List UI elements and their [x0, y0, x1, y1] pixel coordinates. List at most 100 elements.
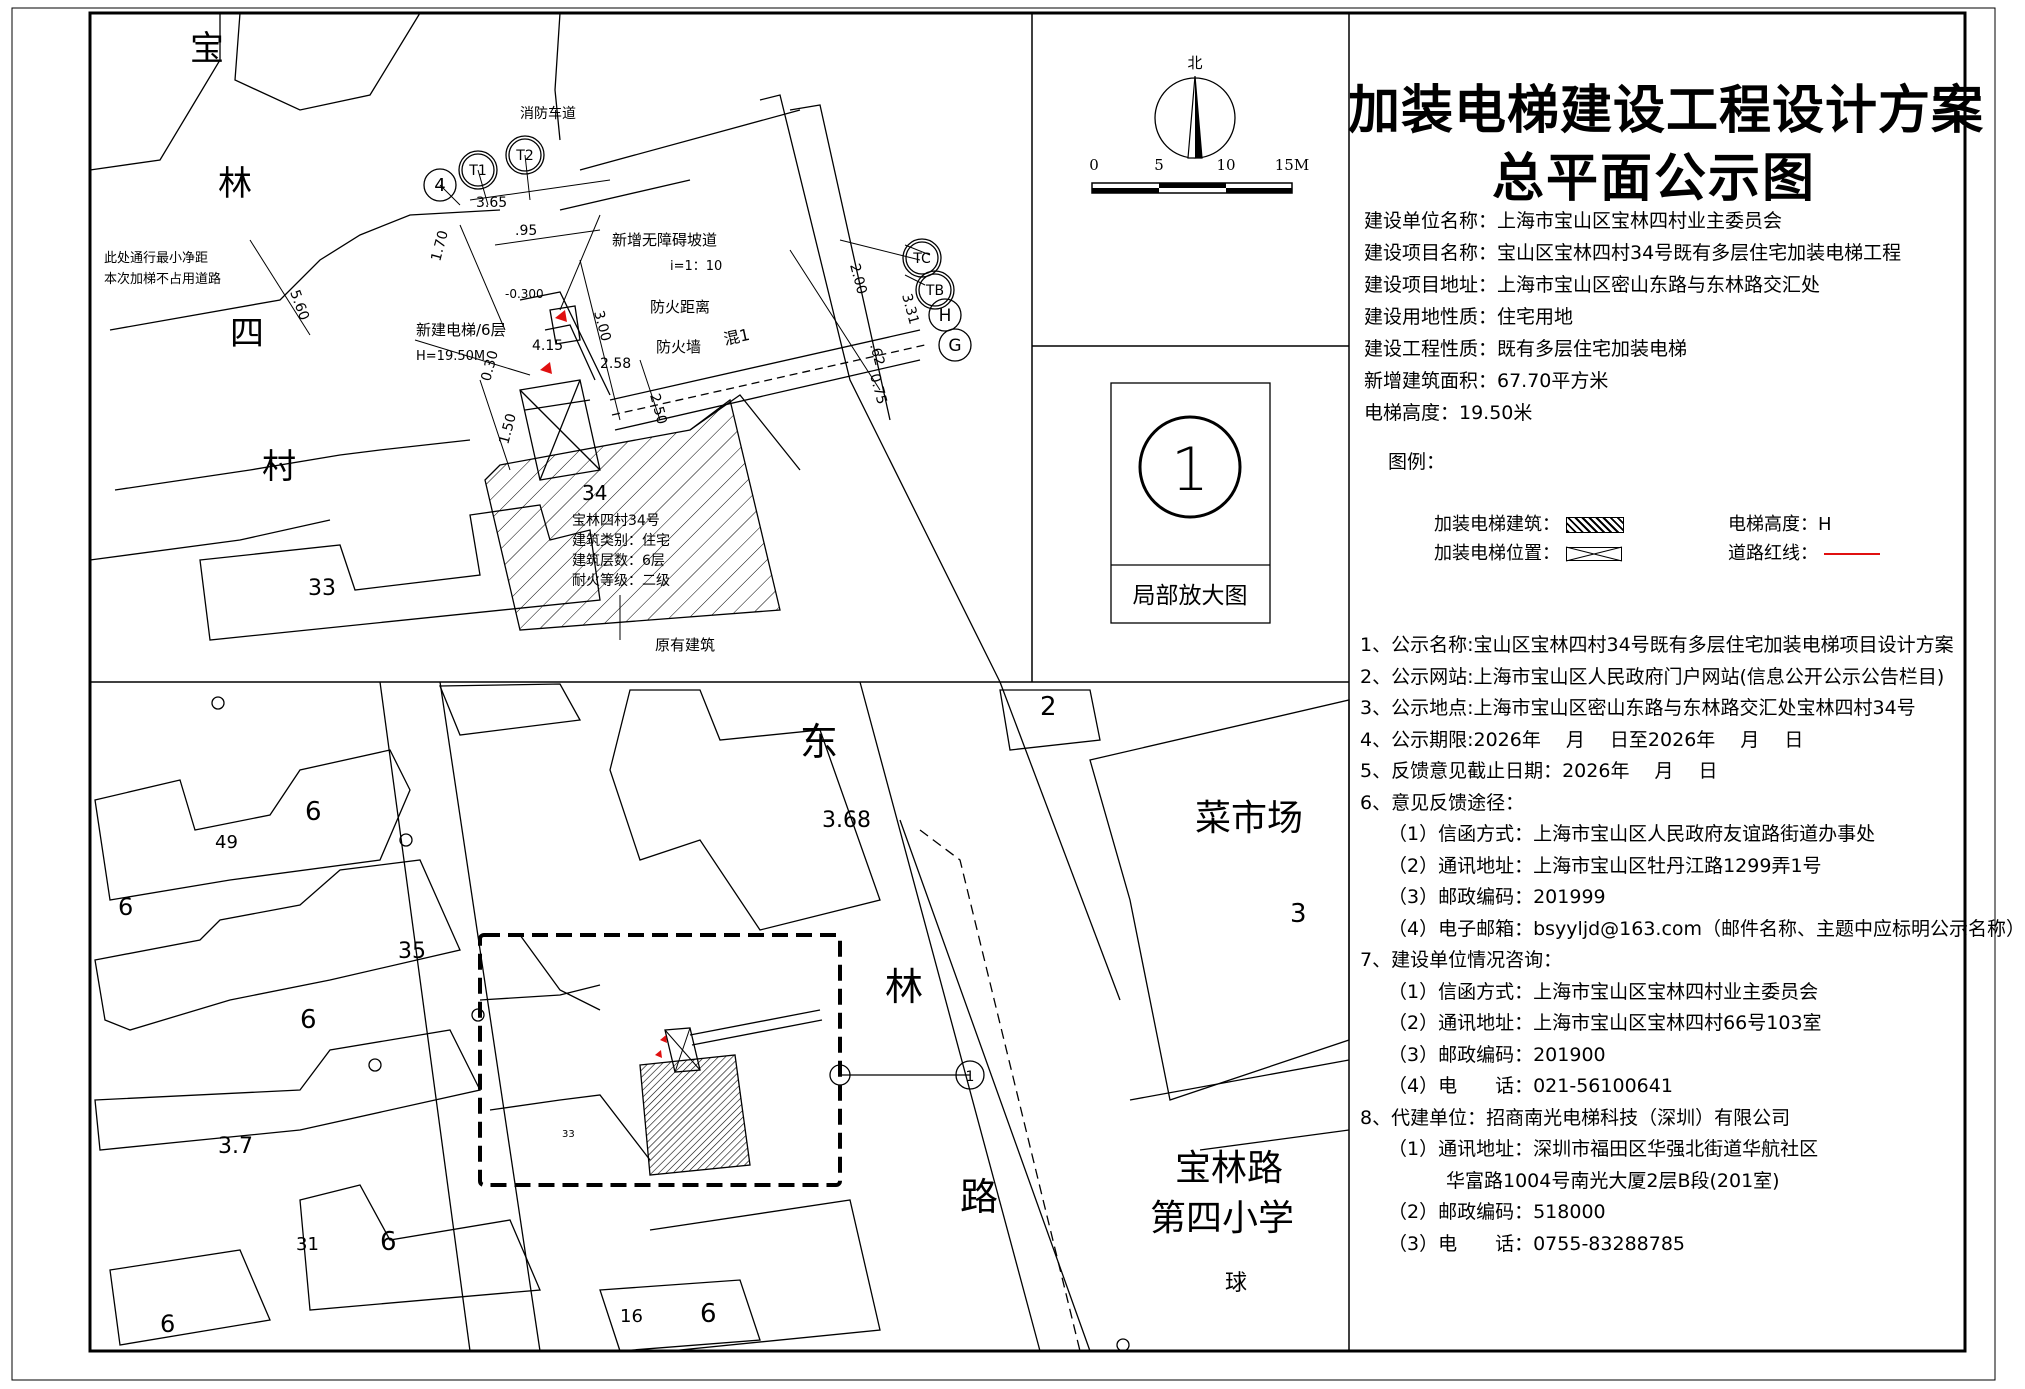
fire-distance-note: 防火距离 — [650, 298, 710, 316]
dim-1-50: 1.50 — [496, 412, 520, 446]
legend-item-height: 电梯高度：H — [1728, 510, 1832, 536]
site-num-6d: 6 — [380, 1227, 397, 1257]
project-info-line: 建设工程性质：既有多层住宅加装电梯 — [1364, 338, 1688, 360]
site-num-6f: 6 — [700, 1299, 717, 1329]
notice-line: （2）邮政编码：518000 — [1388, 1201, 1606, 1223]
scale-5: 5 — [1154, 156, 1164, 174]
project-info-line: 建设项目名称：宝山区宝林四村34号既有多层住宅加装电梯工程 — [1364, 242, 1902, 264]
school-label-2: 第四小学 — [1150, 1198, 1294, 1239]
project-info-line: 建设用地性质：住宅用地 — [1364, 306, 1574, 328]
hatch-swatch-icon — [1565, 517, 1624, 533]
dim-2-50: 2.50 — [646, 392, 670, 426]
notice-line: （1）通讯地址：深圳市福田区华强北街道华航社区 — [1388, 1138, 1819, 1160]
notice-line: （1）信函方式：上海市宝山区宝林四村业主委员会 — [1388, 980, 1819, 1003]
notice-line: 2、公示网站:上海市宝山区人民政府门户网站(信息公开公示公告栏目) — [1360, 665, 1945, 688]
dim-0-75: 0.75 — [866, 372, 890, 406]
axis-tag-t2: T2 — [515, 148, 533, 164]
axis-tags: 4 T1 T2 TC TB H G — [434, 148, 961, 356]
notice-line: （3）电 话：0755-83288785 — [1388, 1232, 1686, 1255]
axis-tag-tc: TC — [912, 251, 931, 267]
site-plan — [94, 681, 1350, 1352]
notice-line: 1、公示名称:宝山区宝林四村34号既有多层住宅加装电梯项目设计方案 — [1360, 634, 1954, 656]
fire-lane-label: 消防车道 — [520, 105, 576, 122]
project-info-line: 新增建筑面积：67.70平方米 — [1364, 370, 1609, 392]
legend-label: 加装电梯位置： — [1434, 543, 1560, 564]
building-floors: 建筑层数：6层 — [572, 553, 665, 569]
dim-3-00: 3.00 — [590, 309, 614, 343]
notice-line: 8、代建单位：招商南光电梯科技（深圳）有限公司 — [1360, 1106, 1791, 1129]
axis-tag-g: G — [948, 336, 961, 356]
notice-line: （3）邮政编码：201999 — [1388, 886, 1606, 908]
site-num-31: 31 — [296, 1234, 319, 1255]
notice-line: 5、反馈意见截止日期：2026年 月 日 — [1360, 760, 1718, 782]
site-num-16: 16 — [620, 1306, 643, 1327]
road-east-char-3: 路 — [960, 1175, 998, 1219]
dim-1-70: 1.70 — [428, 229, 452, 263]
scale-bar: 0 5 10 15M — [1089, 156, 1309, 194]
notice-line: 4、公示期限:2026年 月 日至2026年 月 日 — [1360, 728, 1804, 751]
site-labels: 东 林 路 菜市场 宝林路 第四小学 球 — [800, 720, 1303, 1296]
axis-tag-4: 4 — [434, 175, 445, 196]
site-numbers: 49 6 6 35 6 3.7 31 6 6 16 6 2 3 3.68 33 … — [118, 692, 1307, 1338]
fire-wall-note: 防火墙 — [656, 338, 701, 356]
dim-62: .62 — [866, 342, 887, 368]
dim-5-60: 5.60 — [286, 288, 312, 323]
compass: 北 — [1154, 54, 1236, 159]
site-num-35: 35 — [398, 939, 426, 964]
info-panel: 加装电梯建设工程设计方案 总平面公示图 建设单位名称：上海市宝山区宝林四村业主委… — [1348, 0, 2025, 1389]
legend-label: 道路红线： — [1728, 543, 1818, 564]
notice-list: 1、公示名称:宝山区宝林四村34号既有多层住宅加装电梯项目设计方案 2、公示网站:… — [1360, 630, 2025, 1260]
site-num-49: 49 — [215, 832, 238, 853]
north-label: 北 — [1187, 54, 1202, 72]
building-name: 宝林四村34号 — [572, 513, 660, 529]
road-char-1: 宝 — [190, 29, 224, 69]
notice-line: （4）电子邮箱：bsyyljd@163.com（邮件名称、主题中应标明公示名称） — [1388, 917, 2025, 940]
site-num-3-7: 3.7 — [218, 1134, 253, 1159]
dim-95: .95 — [515, 223, 537, 239]
scale-15m: 15M — [1275, 156, 1309, 174]
site-num-3-68: 3.68 — [822, 808, 871, 833]
legend-item-building: 加装电梯建筑： — [1434, 510, 1624, 536]
notice-line: （2）通讯地址：上海市宝山区牡丹江路1299弄1号 — [1388, 854, 1822, 877]
notice-line: （3）邮政编码：201900 — [1388, 1043, 1606, 1066]
red-line-swatch-icon — [1823, 553, 1880, 555]
notice-line: 华富路1004号南光大厦2层B段(201室) — [1446, 1169, 1780, 1192]
legend-item-position: 加装电梯位置： — [1434, 539, 1622, 565]
detail-callout: 1 局部放大图 — [1110, 382, 1271, 624]
building-34-info: 34 宝林四村34号 建筑类别：住宅 建筑层数：6层 耐火等级：二级 33 — [308, 481, 670, 601]
neighbor-number: 33 — [308, 576, 336, 601]
dim-elev: -0.300 — [505, 287, 544, 301]
outer-border — [11, 7, 1996, 1381]
clearance-note-2: 本次加梯不占用道路 — [104, 271, 221, 287]
ramp-note: 新增无障碍坡道 — [612, 231, 717, 249]
cross-box-swatch-icon — [1565, 546, 1622, 562]
detail-plan — [89, 12, 1001, 683]
site-num-6a: 6 — [305, 797, 322, 827]
legend-label: 加装电梯建筑： — [1434, 514, 1560, 535]
site-callout-number: 1 — [966, 1069, 975, 1085]
detail-road-labels: 宝 林 四 村 — [190, 29, 296, 487]
notice-line: （4）电 话：021-56100641 — [1388, 1075, 1673, 1097]
axis-tag-h: H — [939, 306, 952, 326]
site-num-2: 2 — [1040, 692, 1057, 722]
axis-tag-t1: T1 — [468, 163, 486, 179]
title-line-1: 加装电梯建设工程设计方案 — [1348, 80, 1985, 141]
notice-line: 7、建设单位情况咨询： — [1360, 949, 1563, 971]
project-info-line: 电梯高度：19.50米 — [1364, 402, 1533, 424]
market-label: 菜市场 — [1195, 798, 1303, 839]
road-char-4: 村 — [262, 447, 296, 487]
notice-line: 6、意见反馈途径： — [1360, 791, 1525, 814]
detail-notes: 消防车道 此处通行最小净距 本次加梯不占用道路 新增无障碍坡道 i=1：10 新… — [104, 105, 751, 654]
new-elevator-note: 新建电梯/6层 — [416, 321, 506, 339]
axis-tag-tb: TB — [925, 283, 944, 299]
building-number: 34 — [582, 481, 607, 505]
ball-label: 球 — [1225, 1271, 1247, 1296]
callout-number: 1 — [1171, 435, 1209, 505]
project-info: 建设单位名称：上海市宝山区宝林四村业主委员会 建设项目名称：宝山区宝林四村34号… — [1364, 205, 1901, 429]
notice-line: （1）信函方式：上海市宝山区人民政府友谊路街道办事处 — [1388, 823, 1876, 845]
building-fire-rating: 耐火等级：二级 — [572, 572, 670, 589]
site-num-6c: 6 — [300, 1005, 317, 1035]
mix-note: 混1 — [722, 325, 752, 349]
dimensions: 3.65 1.70 .95 5.60 -0.300 4.15 3.00 2.58… — [286, 195, 921, 446]
ramp-slope: i=1：10 — [670, 259, 722, 274]
